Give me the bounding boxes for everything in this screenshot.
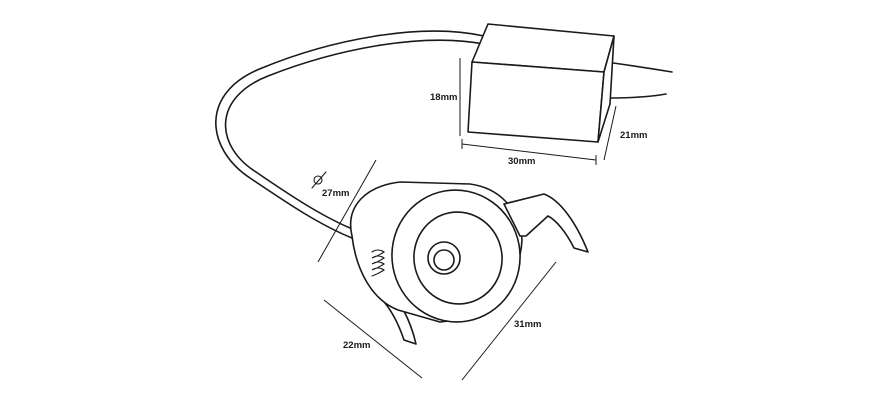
driver-output-cable-2 xyxy=(605,93,667,99)
power-cable-inner xyxy=(224,39,485,229)
face-diameter-label: 31mm xyxy=(514,319,542,330)
face-diameter-dimension xyxy=(461,261,557,381)
cutout-dimension xyxy=(317,159,377,263)
power-cable xyxy=(215,30,485,239)
driver-depth-label: 21mm xyxy=(620,130,648,141)
body-height-dimension xyxy=(323,299,423,379)
driver-length-dimension xyxy=(461,139,597,165)
driver-height-label: 18mm xyxy=(430,92,458,103)
driver-output-cable-1 xyxy=(605,61,673,73)
diameter-symbol-icon xyxy=(311,171,327,189)
led-driver-box xyxy=(467,23,615,143)
lamp-lens-center xyxy=(433,249,455,271)
lamp-face-inner-ring xyxy=(413,211,503,305)
body-height-label: 22mm xyxy=(343,340,371,351)
driver-length-label: 30mm xyxy=(508,156,536,167)
spring-clip-right xyxy=(503,193,589,253)
spring-coil xyxy=(371,249,385,277)
cutout-diameter-label: 27mm xyxy=(322,188,350,199)
driver-depth-dimension xyxy=(603,105,617,161)
